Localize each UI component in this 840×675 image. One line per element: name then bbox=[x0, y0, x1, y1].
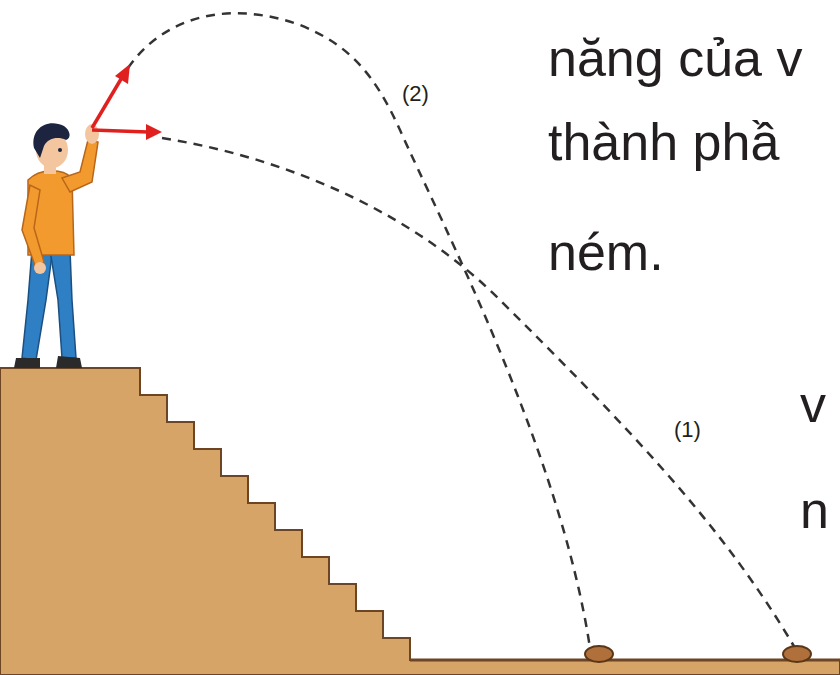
callout-number: (2) bbox=[400, 82, 431, 106]
staircase bbox=[0, 368, 840, 675]
body-text: v bbox=[800, 376, 826, 433]
body-text: năng của v bbox=[548, 30, 802, 87]
rock bbox=[585, 646, 613, 662]
callout-number: (1) bbox=[672, 418, 703, 442]
body-text: n bbox=[800, 482, 829, 539]
body-text: ném. bbox=[548, 224, 664, 281]
velocity-arrow bbox=[92, 64, 162, 140]
person bbox=[14, 123, 99, 368]
trajectory-1 bbox=[162, 138, 795, 648]
rock bbox=[783, 646, 811, 662]
ground-line bbox=[410, 659, 840, 662]
trajectory-2 bbox=[128, 13, 590, 648]
body-text: thành phầ bbox=[548, 114, 779, 171]
